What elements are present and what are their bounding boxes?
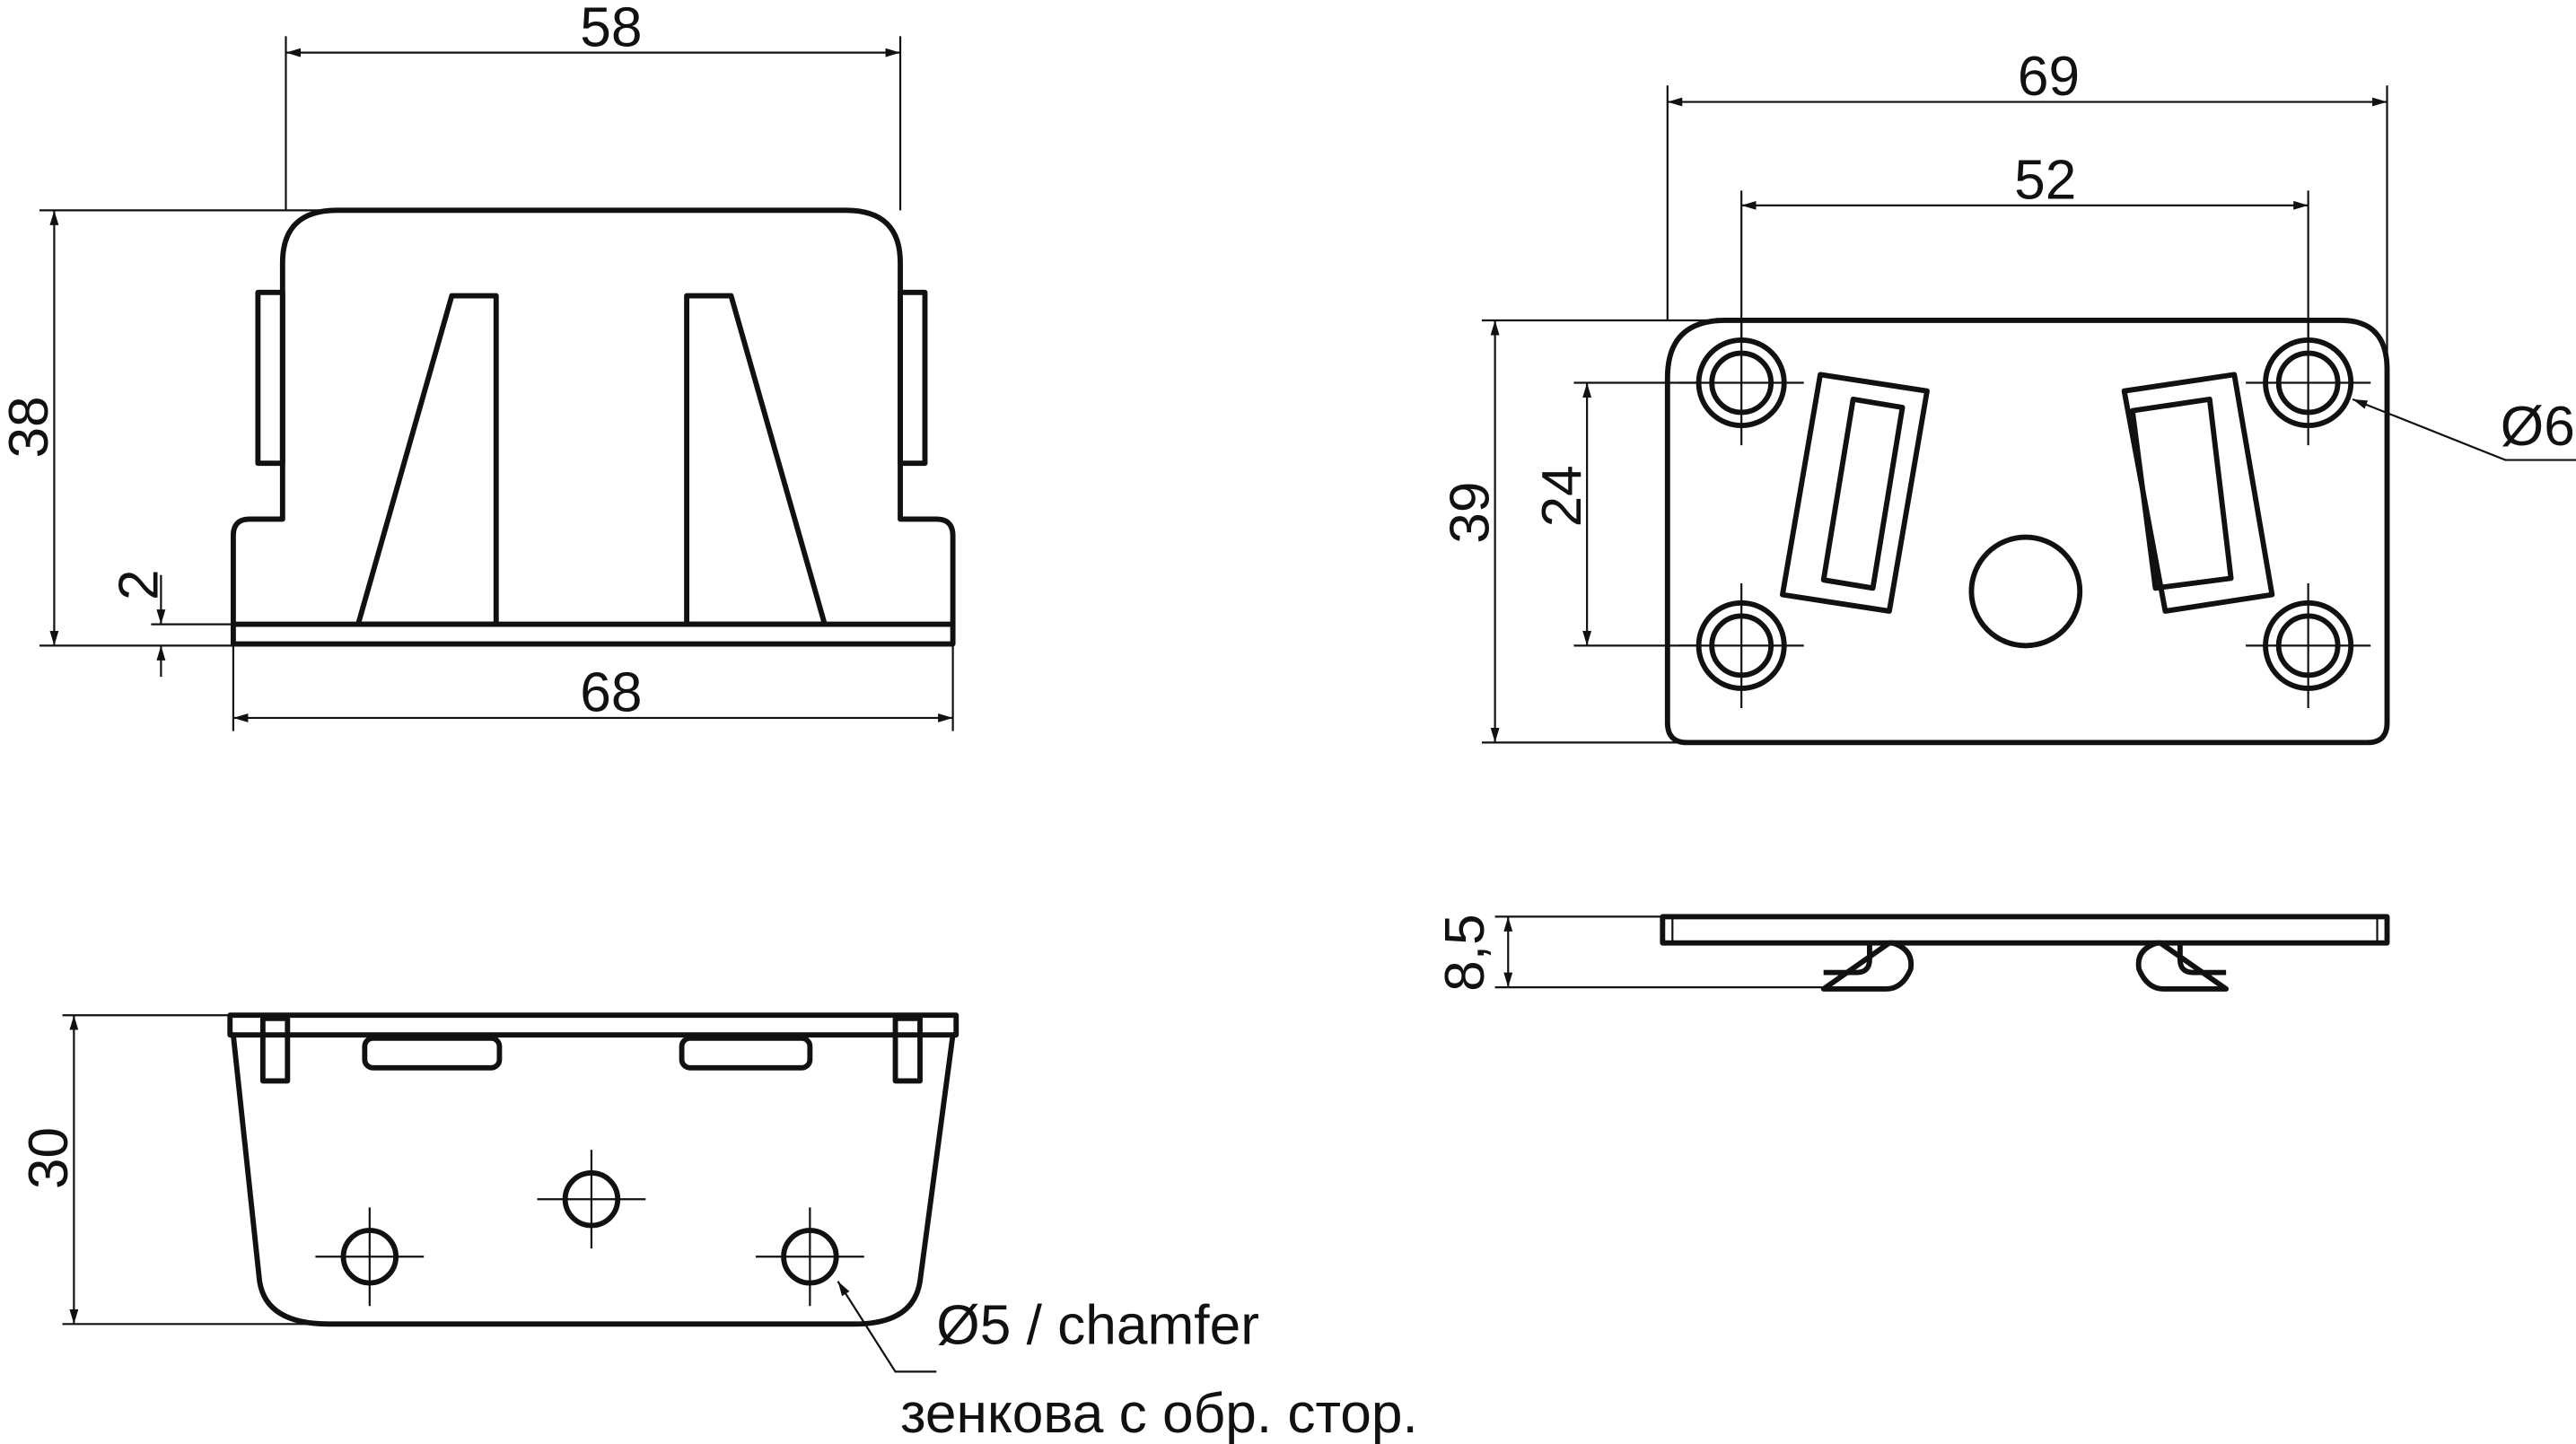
bottom-body-outline bbox=[227, 1012, 959, 1327]
bottom-slot-right bbox=[679, 1035, 813, 1071]
slot-right-inner bbox=[2129, 396, 2234, 591]
top-view: 69 52 39 24 Ø6 bbox=[1439, 46, 2576, 746]
leader-line-d6 bbox=[2352, 398, 2576, 461]
note-d5-chamfer: Ø5 / chamfer bbox=[936, 1294, 1259, 1356]
dim-label-8-5: 8,5 bbox=[1434, 914, 1496, 992]
note-countersink: зенкова с обр. стор. bbox=[900, 1383, 1418, 1444]
countersunk-holes bbox=[315, 1150, 864, 1307]
bottom-view: 30 Ø5 / chamfer зенкова с обр. стор. bbox=[18, 1012, 1418, 1444]
leader-line-d5 bbox=[837, 1281, 937, 1373]
side-view: 8,5 bbox=[1434, 914, 2390, 992]
side-tab-left bbox=[255, 289, 285, 467]
dim-label-58: 58 bbox=[580, 0, 642, 58]
dim-label-2: 2 bbox=[109, 569, 171, 600]
slot-left-inner bbox=[1820, 396, 1906, 591]
side-plate bbox=[1660, 914, 2390, 946]
dim-label-52: 52 bbox=[2014, 150, 2076, 212]
dim-label-39: 39 bbox=[1439, 482, 1501, 544]
dim-label-38: 38 bbox=[0, 396, 60, 458]
slot-left-outer bbox=[1780, 372, 1930, 614]
dim-label-d6: Ø6 bbox=[2501, 396, 2575, 458]
slot-right-outer bbox=[2121, 372, 2275, 614]
front-body-outline bbox=[230, 207, 956, 647]
dim-label-68: 68 bbox=[580, 662, 642, 724]
dim-label-30: 30 bbox=[18, 1127, 80, 1189]
dim-label-69: 69 bbox=[2018, 46, 2080, 108]
hook-left bbox=[1820, 940, 1914, 992]
rib-left bbox=[355, 293, 499, 627]
bottom-slot-left bbox=[362, 1035, 503, 1071]
dim-label-24: 24 bbox=[1531, 465, 1593, 527]
side-tab-right bbox=[898, 289, 928, 467]
front-view: 58 38 2 68 bbox=[0, 0, 956, 731]
hook-right bbox=[2135, 940, 2230, 992]
center-hole bbox=[1968, 534, 2083, 649]
rib-right bbox=[684, 293, 828, 627]
mounting-holes bbox=[1678, 319, 2371, 708]
bottom-tab-right bbox=[892, 1015, 923, 1084]
plate-outline bbox=[1664, 318, 2390, 746]
bottom-tab-left bbox=[259, 1015, 291, 1084]
